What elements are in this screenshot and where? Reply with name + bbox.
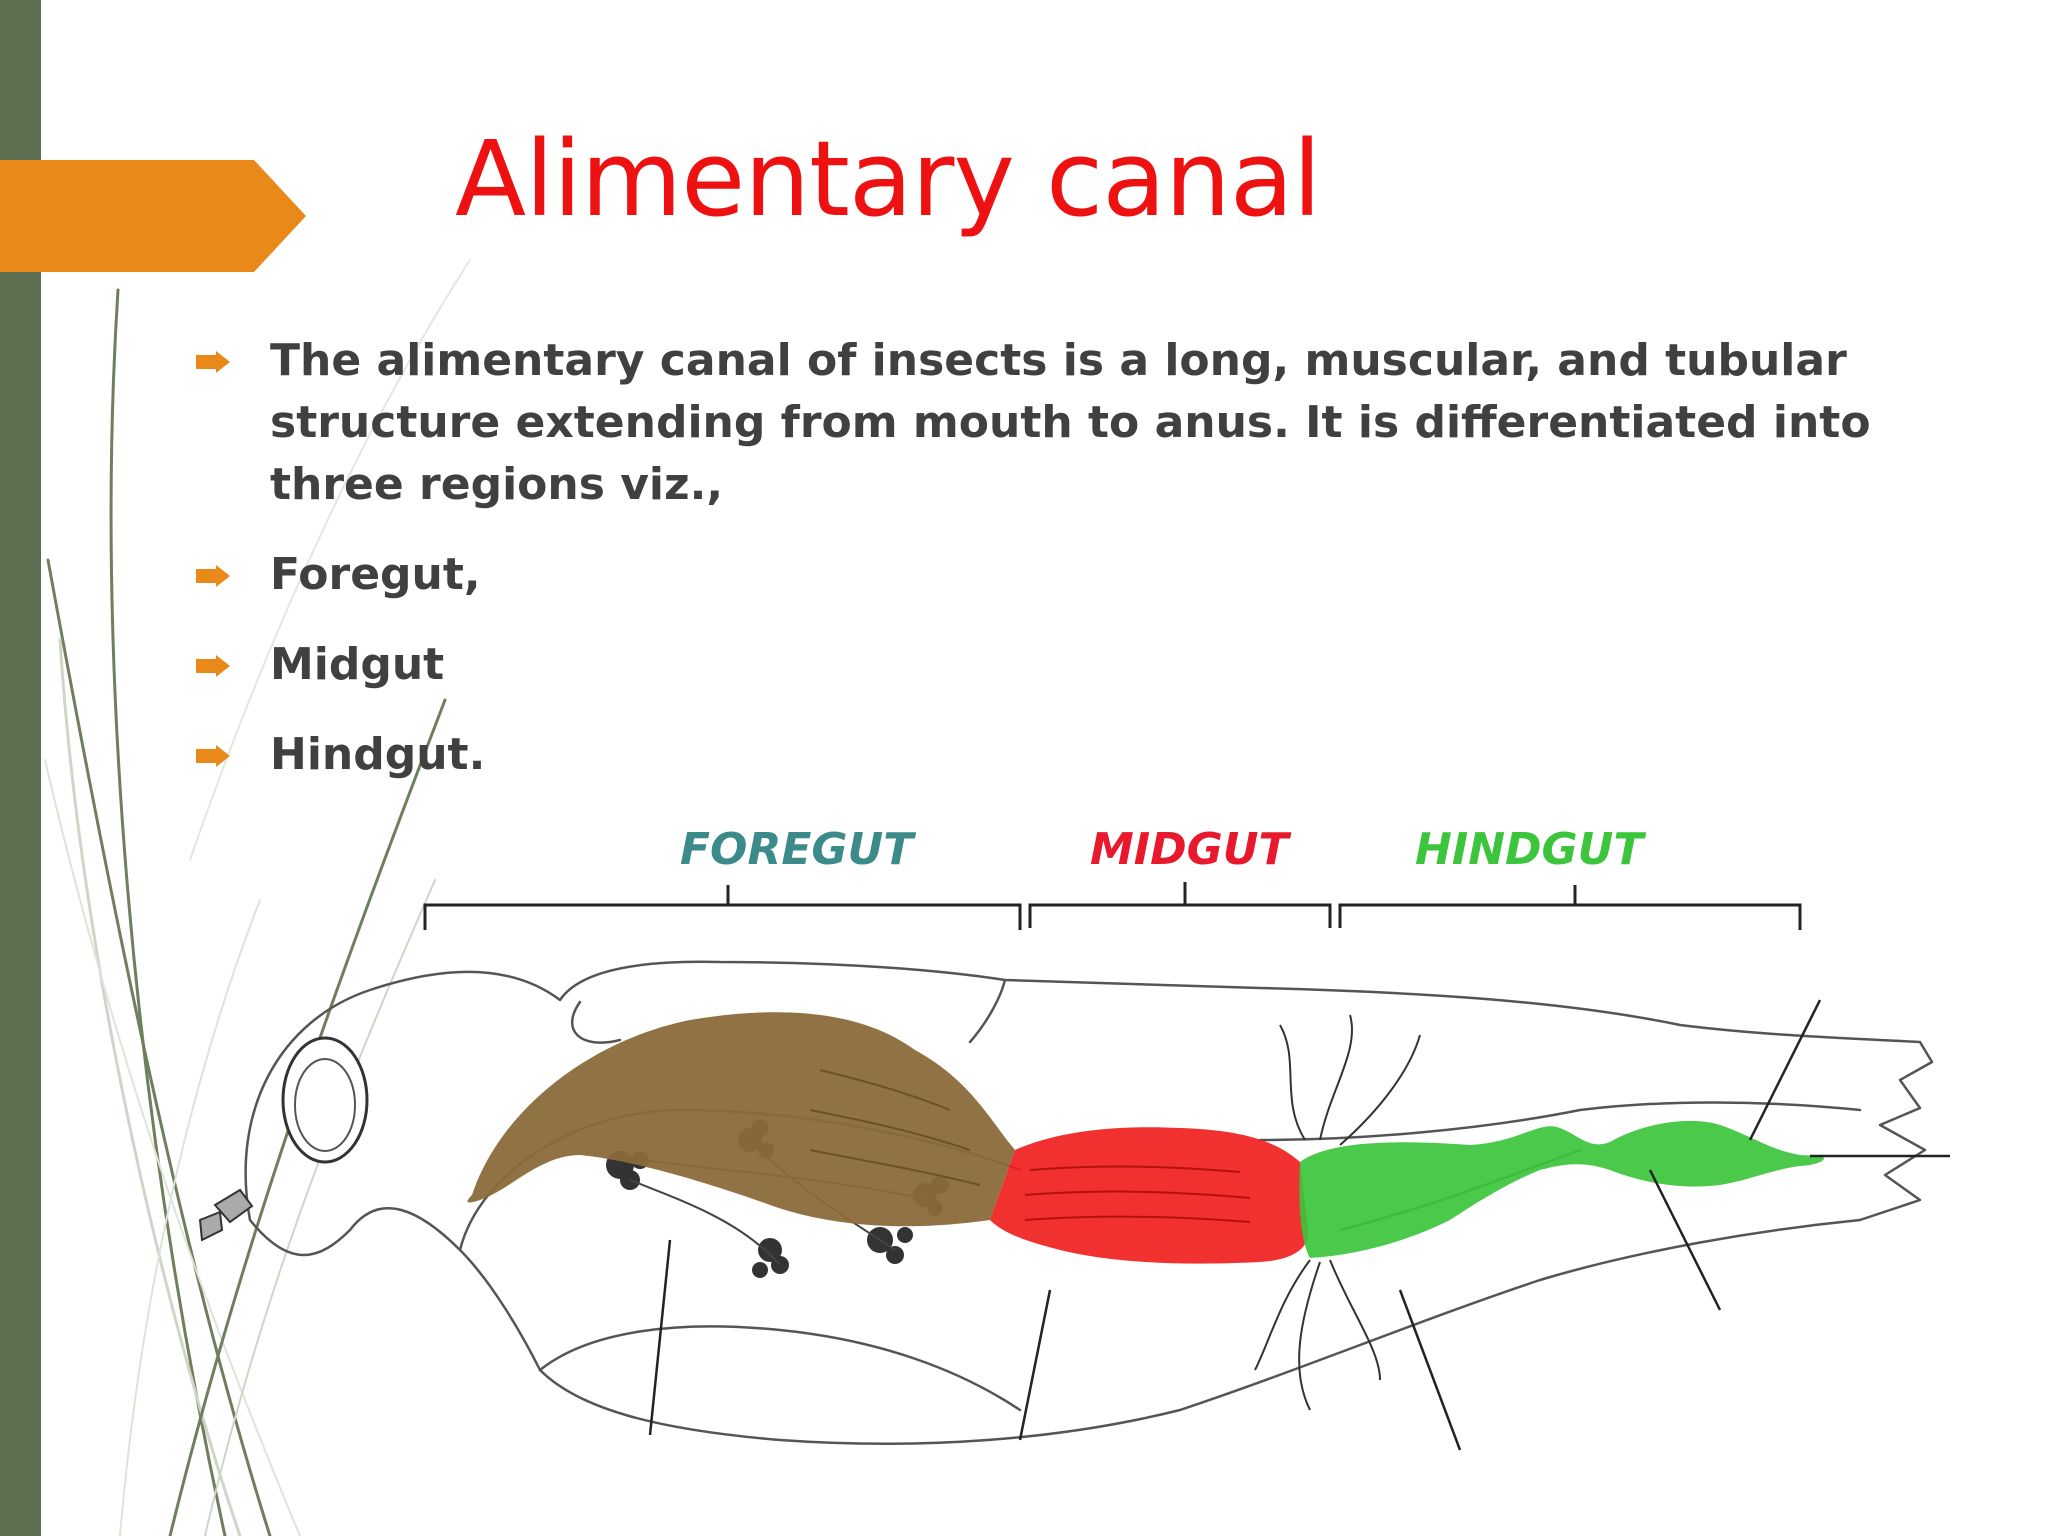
insect-eye	[281, 1036, 369, 1164]
bullet-text: Foregut,	[270, 549, 481, 600]
hindgut-label: HINDGUT	[1415, 824, 1646, 875]
bullet-item: Hindgut.	[190, 724, 2000, 786]
foregut-label: FOREGUT	[680, 824, 916, 875]
bullet-item: Midgut	[190, 634, 2000, 696]
malpighian-tubules	[1254, 1014, 1421, 1411]
alimentary-canal-diagram: FOREGUT MIDGUT HINDGUT	[198, 824, 1950, 1451]
bullet-arrow-icon	[196, 351, 230, 373]
slide-title: Alimentary canal	[455, 118, 1321, 240]
midgut-region	[990, 1127, 1309, 1264]
crop-folds	[809, 1069, 981, 1186]
pointer-lines	[648, 999, 1950, 1451]
bullet-item: The alimentary canal of insects is a lon…	[190, 330, 2000, 516]
bullet-text: Hindgut.	[270, 729, 486, 780]
bullet-arrow-icon	[196, 745, 230, 767]
hindgut-region	[1299, 1120, 1824, 1258]
bullet-list: The alimentary canal of insects is a lon…	[190, 330, 2000, 786]
bullet-text: The alimentary canal of insects is a lon…	[270, 335, 1871, 510]
midgut-label: MIDGUT	[1090, 824, 1292, 875]
bullet-arrow-icon	[196, 655, 230, 677]
bullet-text: Midgut	[270, 639, 445, 690]
foregut-region	[467, 1012, 1015, 1227]
mouthparts	[198, 1188, 254, 1242]
region-brackets	[423, 882, 1802, 930]
bullet-item: Foregut,	[190, 544, 2000, 606]
gastric-folds	[1024, 1165, 1251, 1223]
orange-arrow-tab	[0, 160, 306, 272]
bullet-arrow-icon	[196, 565, 230, 587]
